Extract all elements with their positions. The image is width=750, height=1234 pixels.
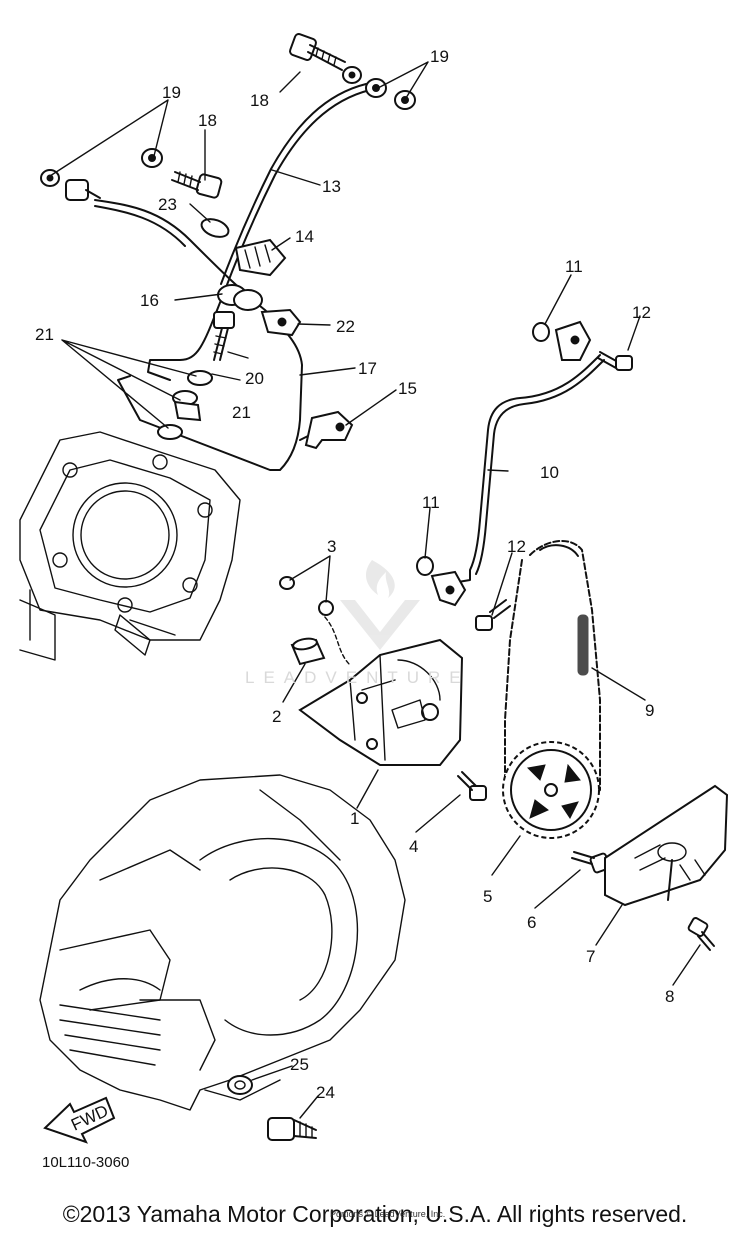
callout-22: 22 xyxy=(336,317,355,336)
callout-8: 8 xyxy=(665,987,674,1006)
callout-23: 23 xyxy=(158,195,177,214)
washer-19-top xyxy=(342,66,416,110)
callout-21-left: 21 xyxy=(35,325,54,344)
callout-24: 24 xyxy=(316,1083,335,1102)
callout-2: 2 xyxy=(272,707,281,726)
cylinder-head-outline xyxy=(19,431,241,661)
fwd-arrow-icon: FWD xyxy=(43,1096,116,1144)
cover-7 xyxy=(604,784,729,907)
dowel-pin-2 xyxy=(290,637,326,666)
o-ring-11-top xyxy=(532,322,550,342)
callout-4: 4 xyxy=(409,837,418,856)
flange-10-bottom xyxy=(430,570,467,607)
union-bolt-18-left xyxy=(171,171,223,199)
sprocket-5 xyxy=(502,741,600,839)
callout-25: 25 xyxy=(290,1055,309,1074)
callout-9: 9 xyxy=(645,701,654,720)
o-rings-3 xyxy=(279,576,351,666)
overlay-credit: Portions © LeadVenture, Inc. xyxy=(330,1209,446,1219)
callout-19-top: 19 xyxy=(430,47,449,66)
callout-20: 20 xyxy=(245,369,264,388)
bolt-12-bottom xyxy=(475,599,511,631)
oil-delivery-pipe-10 xyxy=(457,354,605,583)
union-bolt-18-top xyxy=(289,33,346,71)
callout-19-left: 19 xyxy=(162,83,181,102)
part-code: 10L110-3060 xyxy=(42,1154,130,1171)
bolt-12-top xyxy=(597,351,633,371)
bolt-20 xyxy=(213,311,235,361)
copyright-notice: ©2013 Yamaha Motor Corporation, U.S.A. A… xyxy=(62,1201,688,1227)
o-ring-11-bottom xyxy=(416,556,434,576)
fitting-16 xyxy=(217,284,263,311)
callout-21-right: 21 xyxy=(232,403,251,422)
bolt-8 xyxy=(687,917,715,951)
callout-numbers: 19 18 19 18 13 23 14 16 22 21 17 20 21 1… xyxy=(35,47,674,1102)
banjo-22 xyxy=(260,308,302,337)
washer-19-left xyxy=(40,148,163,201)
drain-bolt-24 xyxy=(267,1117,317,1141)
washer-23 xyxy=(200,218,230,238)
clamp-14 xyxy=(234,238,287,277)
callout-11-bottom: 11 xyxy=(422,493,440,512)
oil-delivery-pipe-13 xyxy=(147,83,371,381)
callout-7: 7 xyxy=(586,947,595,966)
gasket-25 xyxy=(227,1075,253,1095)
callout-16: 16 xyxy=(140,291,159,310)
crankcase-outline xyxy=(39,774,406,1111)
callout-13: 13 xyxy=(322,177,341,196)
callout-5: 5 xyxy=(483,887,492,906)
callout-11-top: 11 xyxy=(565,257,583,276)
bracket-15 xyxy=(304,410,354,450)
callout-12-top: 12 xyxy=(632,303,651,322)
callout-6: 6 xyxy=(527,913,536,932)
callout-18-top: 18 xyxy=(250,91,269,110)
callout-12-bottom: 12 xyxy=(507,537,526,556)
callout-15: 15 xyxy=(398,379,417,398)
callout-10: 10 xyxy=(540,463,559,482)
oil-pump-1 xyxy=(298,638,464,766)
watermark-logo xyxy=(340,560,420,650)
washers-21 xyxy=(157,370,213,440)
callout-1: 1 xyxy=(350,809,359,828)
callout-18-left: 18 xyxy=(198,111,217,130)
watermark-text: LEADVENTURE xyxy=(245,668,470,687)
flange-10-top xyxy=(554,320,592,361)
callout-14: 14 xyxy=(295,227,314,246)
leader-lines xyxy=(49,61,701,1119)
callout-17: 17 xyxy=(358,359,377,378)
callout-3: 3 xyxy=(327,537,336,556)
bolt-4 xyxy=(457,771,487,801)
